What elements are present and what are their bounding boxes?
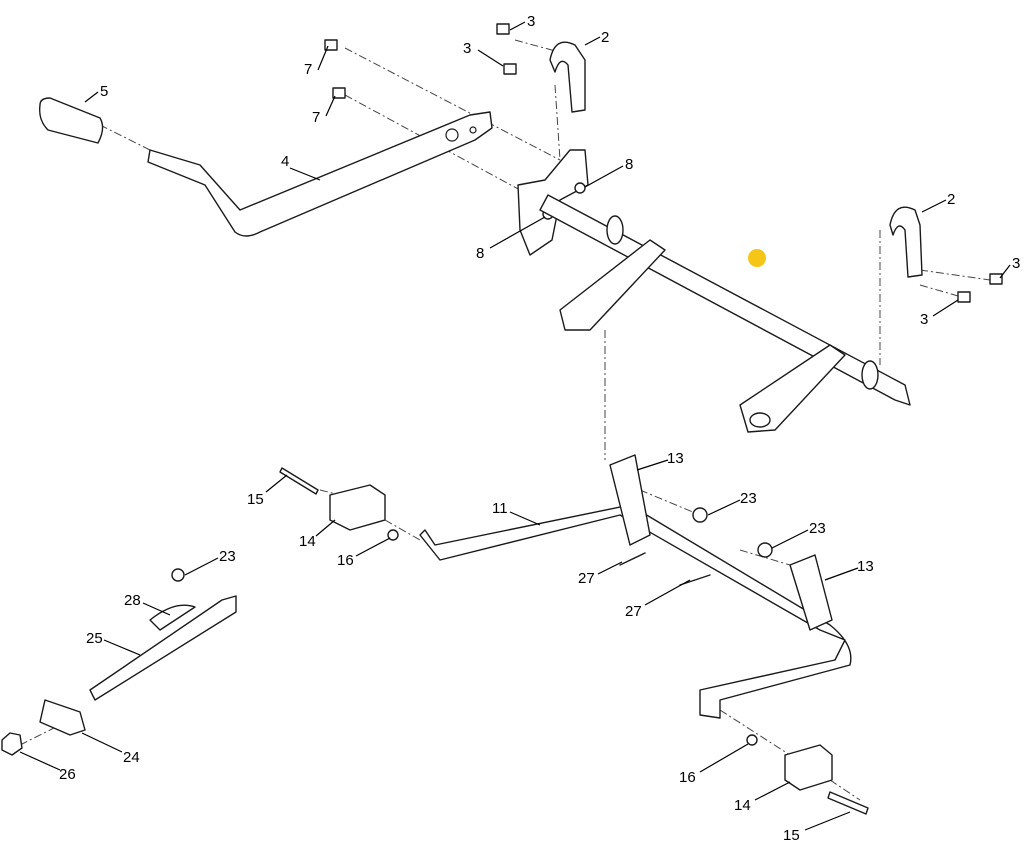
callout: 15 [247, 491, 264, 508]
callout: 13 [667, 450, 684, 467]
callout-leaders [19, 21, 1011, 831]
callout: 26 [59, 766, 76, 783]
callout: 27 [625, 603, 642, 620]
handle-grip [38, 97, 104, 144]
callout: 3 [527, 13, 535, 30]
callout: 3 [920, 311, 928, 328]
callout: 7 [304, 61, 312, 78]
callout: 16 [337, 552, 354, 569]
lift-lever [147, 111, 493, 237]
hook-brackets [549, 41, 923, 278]
callout: 23 [809, 520, 826, 537]
callout: 11 [492, 500, 508, 517]
callout: 14 [734, 797, 751, 814]
lift-shaft [539, 194, 911, 433]
bolts [1, 23, 1003, 815]
pivot-blocks [329, 484, 833, 791]
linkage-rods [419, 454, 852, 719]
callout: 25 [86, 630, 103, 647]
callout: 13 [857, 558, 874, 575]
callout: 8 [625, 156, 633, 173]
callout: 27 [578, 570, 595, 587]
callout: 8 [476, 245, 484, 262]
callout: 3 [1012, 255, 1020, 272]
highlight-marker [748, 249, 766, 267]
callout: 23 [740, 490, 757, 507]
callout: 28 [124, 592, 141, 609]
callout: 5 [100, 83, 108, 100]
callout: 24 [123, 749, 140, 766]
callout: 7 [312, 109, 320, 126]
callout: 3 [463, 40, 471, 57]
adjuster-rod [39, 507, 773, 746]
callout: 4 [281, 153, 289, 170]
callout: 2 [947, 191, 955, 208]
callout: 16 [679, 769, 696, 786]
callout-numbers: 3 2 3 7 5 7 4 8 8 2 3 3 13 15 11 23 14 2… [59, 13, 1020, 844]
callout: 23 [219, 548, 236, 565]
callout: 14 [299, 533, 316, 550]
callout: 2 [601, 29, 609, 46]
callout: 15 [783, 827, 800, 844]
